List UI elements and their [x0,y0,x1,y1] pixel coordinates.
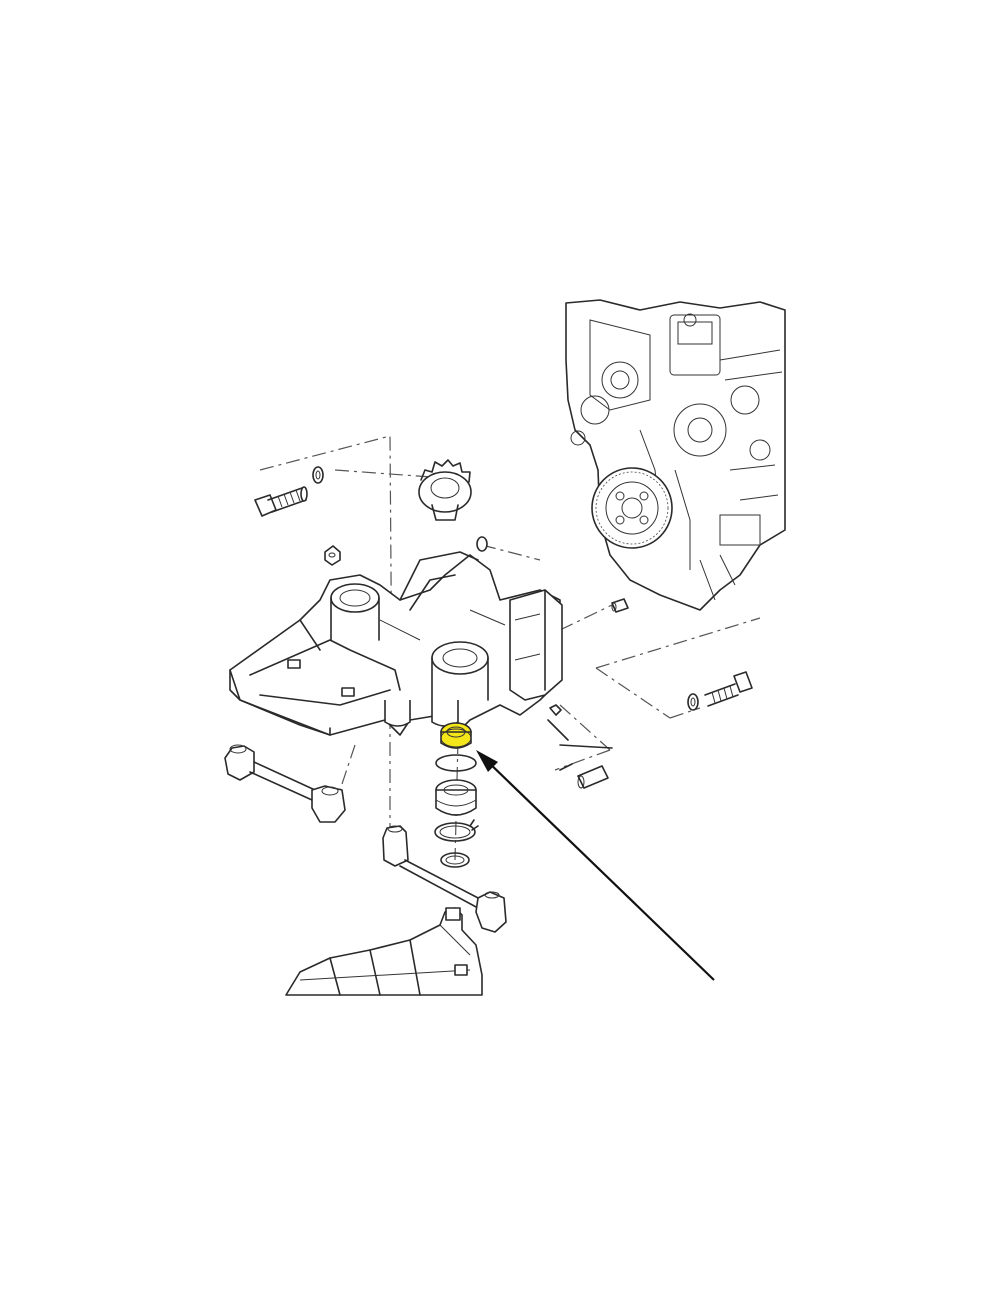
gear-cover [418,459,472,521]
small-nut-right [549,704,562,716]
mounting-bolt-left [254,486,308,517]
nut [324,545,341,566]
pointer-arrow [476,750,715,981]
dowel-pin-lower [577,765,609,789]
engine-detail-lines [570,313,783,601]
dowel-pin-upper [611,598,629,613]
tie-rod [224,744,346,823]
washer-right [687,693,699,711]
seal-ring [440,852,470,868]
washer-small [476,536,488,552]
mounting-bolt-right [704,671,753,707]
steering-link [382,825,507,933]
bearing [435,779,477,816]
washer-left [312,466,324,484]
engine-block [565,299,786,611]
snap-ring [434,819,479,842]
front-axle-support [229,551,563,736]
axle-housing [285,907,483,996]
leader-lines-right [547,719,613,771]
bushing [440,722,472,749]
o-ring-1 [435,754,477,772]
crank-pulley [591,467,673,549]
